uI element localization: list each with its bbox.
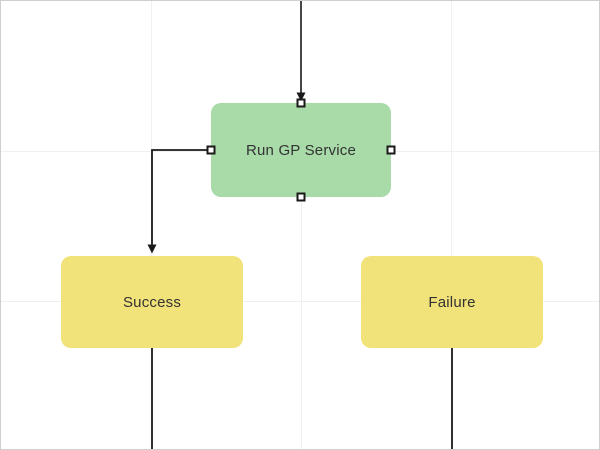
grid-line-vertical [151, 1, 152, 449]
node-success[interactable]: Success [61, 256, 243, 348]
node-run-gp-service[interactable]: Run GP Service [206, 98, 396, 202]
node-label-success: Success [122, 293, 182, 311]
grid-line-vertical [301, 1, 302, 449]
handle-bottom-run-gp-service[interactable] [296, 192, 306, 202]
node-label-run-gp-service: Run GP Service [245, 141, 357, 159]
node-failure[interactable]: Failure [361, 256, 543, 348]
edge-run-gp-service-to-success[interactable] [147, 149, 211, 254]
node-label-failure: Failure [428, 293, 476, 311]
handle-top-run-gp-service[interactable] [296, 98, 306, 108]
handle-left-run-gp-service[interactable] [206, 145, 216, 155]
grid-line-vertical [451, 1, 452, 449]
handle-right-run-gp-service[interactable] [386, 145, 396, 155]
